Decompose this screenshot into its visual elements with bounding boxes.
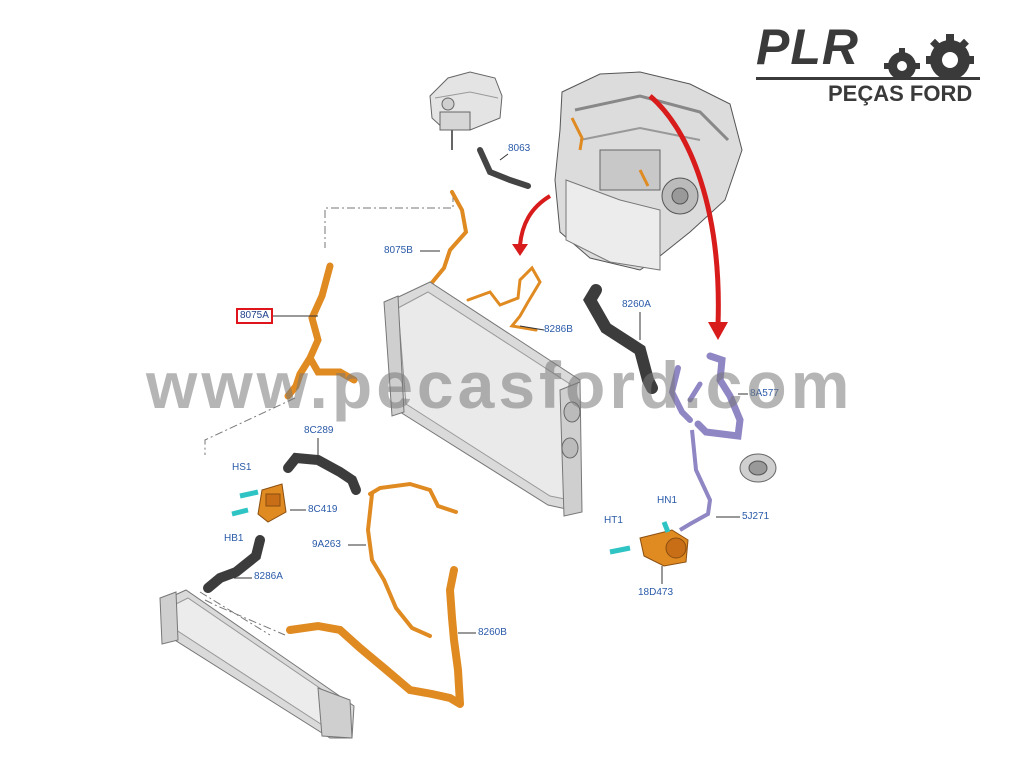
sensor-HS1 xyxy=(239,489,259,499)
hose-8075A xyxy=(284,262,358,400)
label-8075B: 8075B xyxy=(384,245,413,256)
hose-8063 xyxy=(477,147,531,189)
gears-icon xyxy=(884,34,974,80)
alignment-lines xyxy=(199,194,454,636)
label-5J271: 5J271 xyxy=(742,511,770,522)
red-arrows xyxy=(512,94,728,340)
hose-8A577 xyxy=(668,352,744,440)
label-8260B: 8260B xyxy=(478,627,507,638)
label-8063: 8063 xyxy=(508,143,531,154)
label-HS1: HS1 xyxy=(232,462,252,473)
engine-block xyxy=(554,71,743,271)
sensor-HN1 xyxy=(661,521,671,533)
label-HT1: HT1 xyxy=(604,515,623,526)
brand-logo-rule xyxy=(756,77,980,80)
pump-18D473 xyxy=(639,529,689,567)
label-8286A: 8286A xyxy=(254,571,283,582)
label-9A263: 9A263 xyxy=(312,539,341,550)
brand-logo-text: PLR xyxy=(756,19,859,75)
label-8C419: 8C419 xyxy=(308,504,338,515)
outlet-housing xyxy=(739,453,777,483)
main-radiator xyxy=(383,281,583,517)
label-8260A: 8260A xyxy=(622,299,651,310)
sensor-HT1 xyxy=(609,545,631,555)
hose-8260A xyxy=(583,284,658,394)
watermark-text: www.pecasford.com xyxy=(146,348,854,422)
label-HB1: HB1 xyxy=(224,533,244,544)
hose-8286B xyxy=(466,265,542,332)
leader-lines xyxy=(234,153,748,634)
hose-8260B xyxy=(286,566,464,708)
hose-5J271 xyxy=(678,429,713,532)
lower-radiator xyxy=(159,589,355,739)
component-8C419 xyxy=(257,483,287,523)
expansion-tank xyxy=(429,71,503,150)
hose-9A263 xyxy=(365,481,458,638)
label-8075A: 8075A xyxy=(236,308,273,324)
hose-8286A xyxy=(203,535,265,593)
label-8A577: 8A577 xyxy=(750,388,779,399)
sensor-HB1 xyxy=(231,507,249,517)
brand-subtitle: PEÇAS FORD xyxy=(828,81,973,106)
label-8286B: 8286B xyxy=(544,324,573,335)
label-18D473: 18D473 xyxy=(638,587,674,598)
hose-8C289 xyxy=(283,452,361,495)
label-8C289: 8C289 xyxy=(304,425,334,436)
hose-8075B xyxy=(428,190,469,287)
label-HN1: HN1 xyxy=(657,495,678,506)
